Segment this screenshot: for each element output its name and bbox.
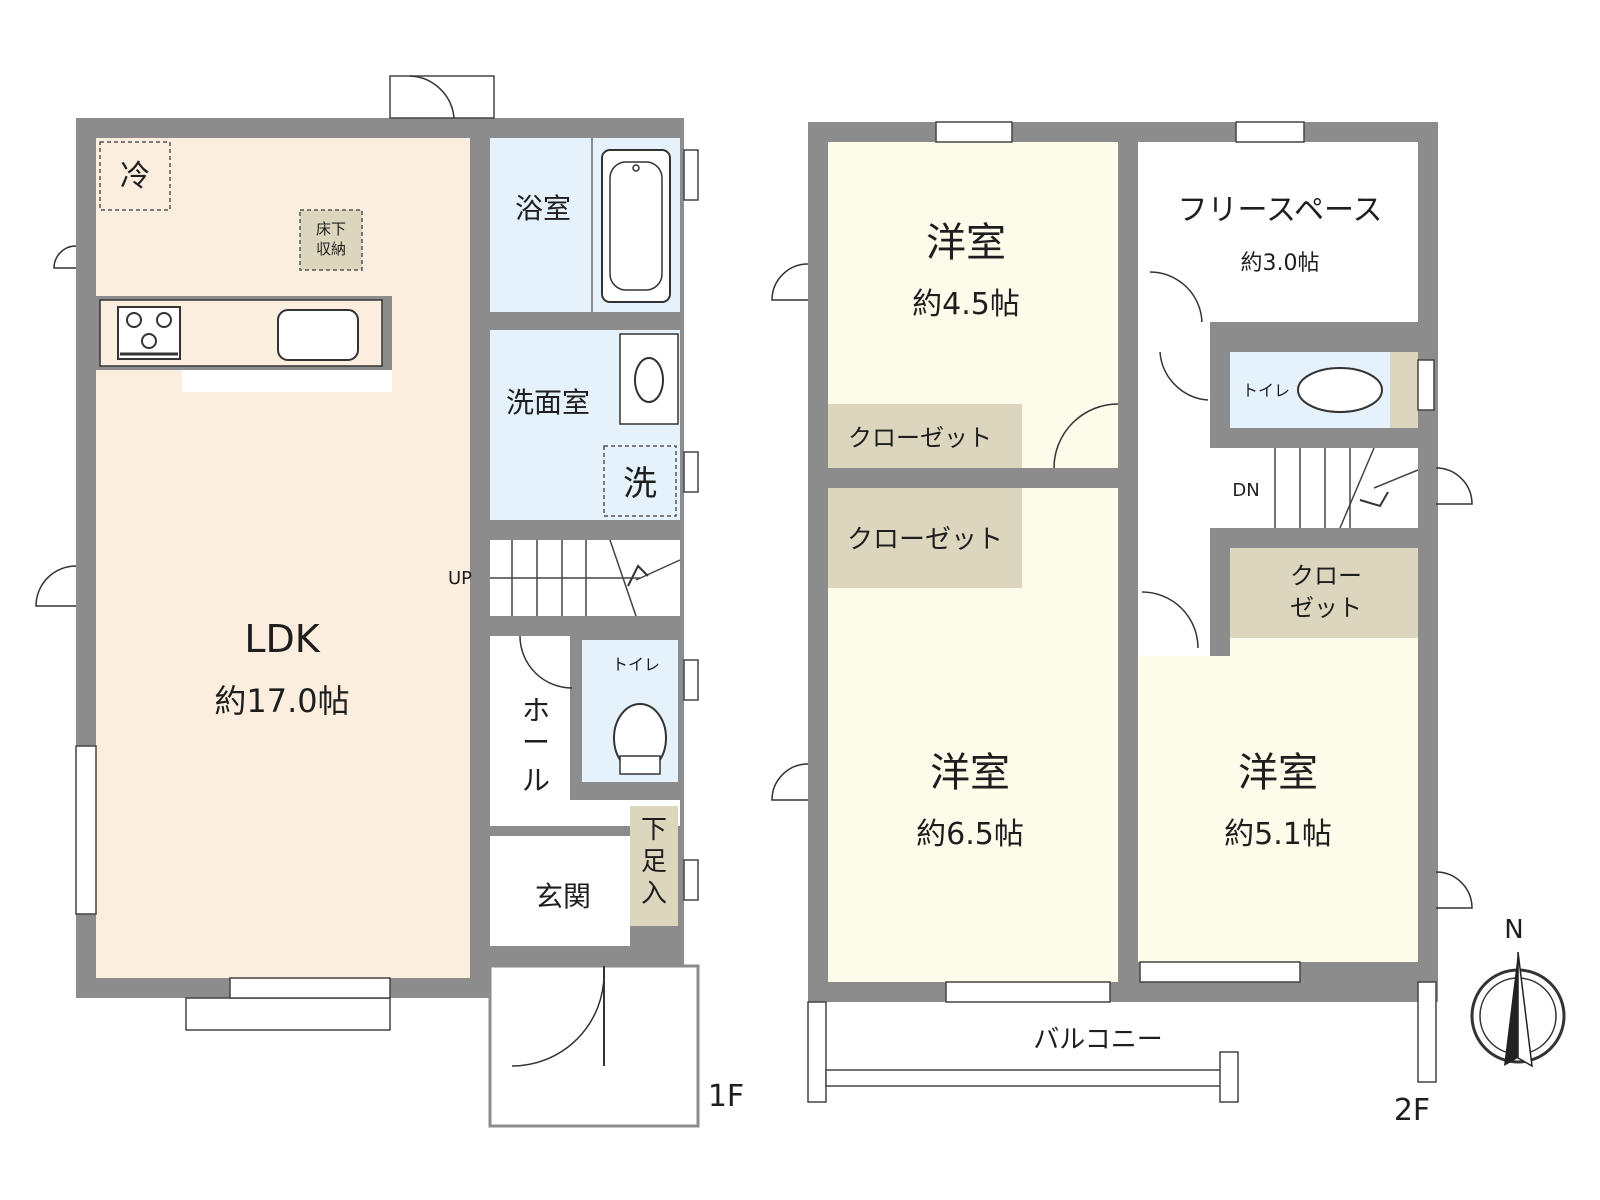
stairs-up-arrow-icon xyxy=(627,564,649,587)
closet-3-label-1: クロー xyxy=(1290,562,1362,590)
floor-2-plan: 洋室 約4.5帖 クローゼット フリースペース 約3.0帖 トイレ DN クロー… xyxy=(771,121,1473,1128)
hall-label-2: ー xyxy=(522,726,550,759)
underfloor-storage xyxy=(299,209,363,271)
bedroom-5-1-area: 約5.1帖 xyxy=(1224,817,1332,852)
ldk-area: 約17.0帖 xyxy=(214,682,349,720)
entrance-label: 玄関 xyxy=(535,880,591,913)
shoe-storage xyxy=(630,806,678,926)
window-toilet-1f xyxy=(683,659,699,701)
bedroom-6-5-name: 洋室 xyxy=(930,750,1010,796)
floor-1-plan: 冷 床下 収納 LDK 約17.0帖 浴室 洗面室 洗 UP xyxy=(35,75,744,1128)
balcony-label: バルコニー xyxy=(1033,1025,1162,1055)
refrigerator-space xyxy=(99,141,171,211)
bedroom-5-1-door-icon xyxy=(1141,591,1199,649)
stairs-steps xyxy=(490,539,681,617)
stairs-up-label: UP xyxy=(448,568,472,589)
corridor-2f xyxy=(1138,322,1210,656)
compass-north-label: N xyxy=(1504,915,1523,945)
window-ldk-north-icon xyxy=(53,245,77,269)
hall-label-3: ル xyxy=(522,764,550,797)
window-bedroom-6-5-west-icon xyxy=(771,763,809,801)
ldk-name: LDK xyxy=(244,617,320,661)
toilet-2f-label: トイレ xyxy=(1242,381,1290,400)
window-stairs-icon xyxy=(1435,467,1473,505)
closet-1-label: クローゼット xyxy=(848,424,992,452)
bedroom-5-1-name: 洋室 xyxy=(1238,750,1318,796)
toilet-2f-icon xyxy=(1297,367,1383,413)
window-toilet-2f xyxy=(1417,359,1435,411)
window-washroom xyxy=(683,451,699,493)
window-ldk-west xyxy=(75,745,97,915)
stairs-down-arrow-icon xyxy=(1359,491,1389,508)
refrigerator-label: 冷 xyxy=(120,159,150,194)
shoe-storage-label-3: 入 xyxy=(641,879,667,909)
ldk-room xyxy=(96,138,470,978)
toilet-1f-label: トイレ xyxy=(612,655,660,674)
stairs-2f-steps xyxy=(1274,447,1419,529)
bathroom-label: 浴室 xyxy=(515,192,571,225)
window-bedroom-6-5 xyxy=(945,981,1111,1003)
window-entrance xyxy=(683,859,699,901)
window-ldk-door-icon xyxy=(35,565,77,607)
toilet-2f-door-icon xyxy=(1159,351,1209,401)
stairs-2f xyxy=(1210,448,1418,528)
closet-2 xyxy=(828,488,1022,588)
bedroom-4-5-area: 約4.5帖 xyxy=(912,287,1020,322)
wash-basin-icon xyxy=(619,333,679,425)
entrance-room xyxy=(490,836,630,946)
free-space-area: 約3.0帖 xyxy=(1241,251,1320,276)
washer-label: 洗 xyxy=(623,464,657,504)
underfloor-storage-label-1: 床下 xyxy=(316,220,346,238)
stairs-down-label: DN xyxy=(1232,480,1259,501)
front-door-icon xyxy=(511,973,605,1067)
window-free-space xyxy=(1235,121,1305,143)
compass-needle-icon xyxy=(1504,952,1518,1066)
porch xyxy=(488,964,700,1128)
bedroom-4-5 xyxy=(828,142,1118,404)
shoe-storage-label-1: 下 xyxy=(641,815,667,845)
window-bath xyxy=(683,149,699,201)
closet-3-label-2: ゼット xyxy=(1290,594,1362,622)
window-bedroom-5-1 xyxy=(1139,961,1301,983)
window-bedroom-5-1-east-icon xyxy=(1435,871,1473,909)
washer-space xyxy=(603,445,677,517)
kitchen-sink-icon xyxy=(277,309,359,361)
free-space-door-icon xyxy=(1149,271,1203,325)
shoe-storage-label-2: 足 xyxy=(641,847,667,877)
hall-door-icon xyxy=(519,635,573,689)
bedroom-4-5-name: 洋室 xyxy=(926,220,1006,266)
bedroom-6-5-area: 約6.5帖 xyxy=(916,817,1024,852)
floor-1-label: 1F xyxy=(708,1079,744,1114)
closet-2-label: クローゼット xyxy=(847,525,1003,555)
hall-label-1: ホ xyxy=(522,694,550,727)
bathtub-icon xyxy=(601,149,671,303)
free-space-name: フリースペース xyxy=(1178,193,1383,228)
closet-1 xyxy=(828,404,1022,468)
compass: N xyxy=(1470,915,1566,1068)
closet-3 xyxy=(1230,548,1418,638)
bedroom-4-5-door-icon xyxy=(1053,403,1119,469)
bedroom-6-5 xyxy=(828,588,1118,982)
window-bedroom-4-5-west-icon xyxy=(771,263,809,301)
stove-icon xyxy=(117,306,181,360)
rear-door-icon xyxy=(409,75,455,119)
washroom-label: 洗面室 xyxy=(506,386,590,419)
free-space xyxy=(1138,142,1418,322)
window-ldk-south xyxy=(229,977,391,999)
floor-2-label: 2F xyxy=(1394,1093,1430,1128)
counter-bar xyxy=(182,370,392,392)
window-bedroom-4-5 xyxy=(935,121,1013,143)
bedroom-5-1 xyxy=(1138,656,1418,962)
underfloor-storage-label-2: 収納 xyxy=(316,240,346,258)
